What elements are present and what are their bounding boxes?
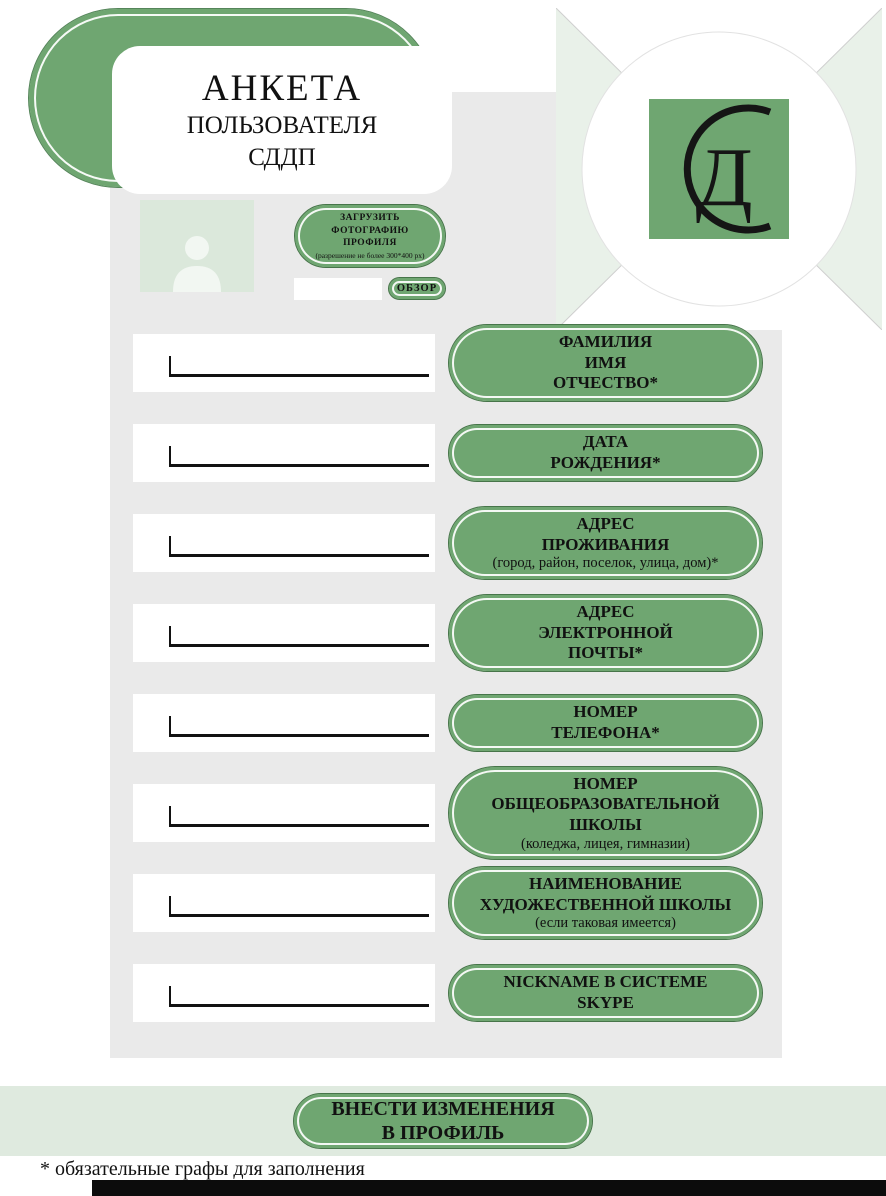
logo-panel: Д	[555, 7, 883, 331]
file-path-input[interactable]	[294, 278, 382, 300]
field-input[interactable]	[133, 604, 435, 662]
text-cursor-icon	[169, 356, 171, 377]
text-cursor-icon	[169, 986, 171, 1007]
field-input[interactable]	[133, 334, 435, 392]
field-row: НОМЕР ОБЩЕОБРАЗОВАТЕЛЬНОЙ ШКОЛЫ (коледжа…	[133, 765, 763, 861]
field-label: АДРЕС ЭЛЕКТРОННОЙ ПОЧТЫ*	[538, 601, 673, 663]
field-row: NICKNAME В СИСТЕМЕ SKYPE	[133, 962, 763, 1024]
form-rows: ФАМИЛИЯ ИМЯ ОТЧЕСТВО* ДАТА РОЖДЕНИЯ* АДР…	[133, 323, 763, 1052]
text-cursor-icon	[169, 446, 171, 467]
upload-photo-note: (разрешение не более 300*400 px)	[315, 251, 425, 261]
field-row: АДРЕС ПРОЖИВАНИЯ (город, район, поселок,…	[133, 505, 763, 581]
person-icon	[173, 236, 221, 292]
browse-button-label: ОБЗОР	[396, 283, 438, 294]
browse-button[interactable]: ОБЗОР	[388, 277, 446, 300]
field-label-pill: НОМЕР ТЕЛЕФОНА*	[448, 694, 763, 752]
logo-c-arc	[683, 104, 772, 234]
field-label-pill: ДАТА РОЖДЕНИЯ*	[448, 424, 763, 482]
text-cursor-icon	[169, 806, 171, 827]
submit-bar: ВНЕСТИ ИЗМЕНЕНИЯ В ПРОФИЛЬ	[0, 1086, 886, 1156]
field-label: ФАМИЛИЯ ИМЯ ОТЧЕСТВО*	[552, 331, 659, 393]
field-row: НОМЕР ТЕЛЕФОНА*	[133, 692, 763, 754]
input-underline	[171, 554, 429, 557]
input-underline	[171, 374, 429, 377]
field-note: (если таковая имеется)	[535, 915, 676, 932]
field-label: НАИМЕНОВАНИЕ ХУДОЖЕСТВЕННОЙ ШКОЛЫ	[479, 873, 732, 914]
required-fields-note: * обязательные графы для заполнения	[40, 1158, 365, 1180]
field-input[interactable]	[133, 514, 435, 572]
text-cursor-icon	[169, 626, 171, 647]
field-label-pill: АДРЕС ЭЛЕКТРОННОЙ ПОЧТЫ*	[448, 593, 763, 673]
field-label-pill: ФАМИЛИЯ ИМЯ ОТЧЕСТВО*	[448, 323, 763, 403]
field-label-pill: NICKNAME В СИСТЕМЕ SKYPE	[448, 964, 763, 1022]
field-label: НОМЕР ТЕЛЕФОНА*	[551, 702, 660, 742]
field-label-pill: НАИМЕНОВАНИЕ ХУДОЖЕСТВЕННОЙ ШКОЛЫ (если …	[448, 865, 763, 941]
field-label: НОМЕР ОБЩЕОБРАЗОВАТЕЛЬНОЙ ШКОЛЫ	[491, 773, 720, 835]
field-input[interactable]	[133, 694, 435, 752]
page-subtitle: ПОЛЬЗОВАТЕЛЯ СДДП	[186, 112, 378, 171]
input-underline	[171, 914, 429, 917]
input-underline	[171, 734, 429, 737]
avatar-placeholder	[140, 200, 254, 292]
field-input[interactable]	[133, 424, 435, 482]
field-label: ДАТА РОЖДЕНИЯ*	[550, 432, 661, 472]
field-row: НАИМЕНОВАНИЕ ХУДОЖЕСТВЕННОЙ ШКОЛЫ (если …	[133, 865, 763, 941]
sddp-logo: Д	[555, 7, 883, 331]
field-label-pill: АДРЕС ПРОЖИВАНИЯ (город, район, поселок,…	[448, 505, 763, 581]
title-card: АНКЕТА ПОЛЬЗОВАТЕЛЯ СДДП	[112, 46, 452, 194]
field-row: ФАМИЛИЯ ИМЯ ОТЧЕСТВО*	[133, 323, 763, 403]
field-row: ДАТА РОЖДЕНИЯ*	[133, 422, 763, 484]
field-label-pill: НОМЕР ОБЩЕОБРАЗОВАТЕЛЬНОЙ ШКОЛЫ (коледжа…	[448, 765, 763, 861]
field-note: (город, район, поселок, улица, дом)*	[492, 555, 719, 572]
submit-button-label: ВНЕСТИ ИЗМЕНЕНИЯ В ПРОФИЛЬ	[331, 1098, 555, 1144]
page-title: АНКЕТА	[201, 68, 363, 110]
text-cursor-icon	[169, 536, 171, 557]
upload-photo-button[interactable]: ЗАГРУЗИТЬ ФОТОГРАФИЮ ПРОФИЛЯ (разрешение…	[294, 204, 446, 268]
field-input[interactable]	[133, 964, 435, 1022]
text-cursor-icon	[169, 716, 171, 737]
field-label: NICKNAME В СИСТЕМЕ SKYPE	[503, 972, 708, 1012]
input-underline	[171, 644, 429, 647]
submit-button[interactable]: ВНЕСТИ ИЗМЕНЕНИЯ В ПРОФИЛЬ	[293, 1093, 593, 1149]
bottom-bar	[92, 1180, 886, 1196]
field-row: АДРЕС ЭЛЕКТРОННОЙ ПОЧТЫ*	[133, 593, 763, 673]
text-cursor-icon	[169, 896, 171, 917]
input-underline	[171, 824, 429, 827]
field-label: АДРЕС ПРОЖИВАНИЯ	[541, 513, 670, 554]
field-note: (коледжа, лицея, гимназии)	[520, 835, 691, 852]
field-input[interactable]	[133, 874, 435, 932]
input-underline	[171, 464, 429, 467]
input-underline	[171, 1004, 429, 1007]
field-input[interactable]	[133, 784, 435, 842]
upload-photo-label: ЗАГРУЗИТЬ ФОТОГРАФИЮ ПРОФИЛЯ	[331, 212, 409, 249]
logo-monogram-letter: Д	[695, 131, 752, 224]
